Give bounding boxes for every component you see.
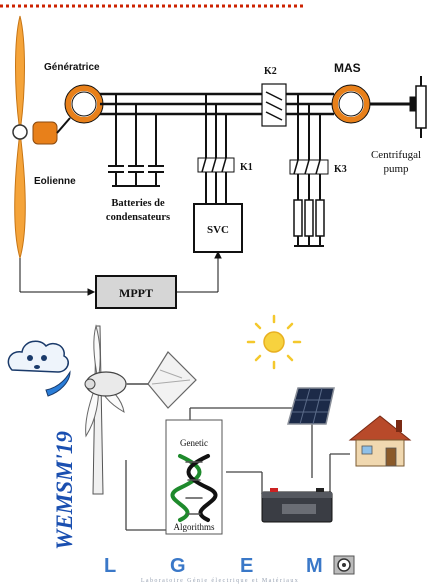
logo-letter-l: L (104, 555, 116, 577)
generatrice-label: Génératrice (44, 62, 100, 73)
turbine-shaft (56, 117, 71, 134)
k1-svc-branch (197, 94, 235, 204)
pump-label-line2: pump (383, 163, 409, 175)
turbine-blade-bottom (14, 131, 26, 260)
capacitor-bank (108, 94, 164, 187)
logo-tagline: Laboratoire Génie électrique et Matériau… (141, 578, 299, 584)
lgem-logo: L G E M Laboratoire Génie électrique et … (104, 555, 355, 584)
algorithms-label: Algorithms (173, 522, 214, 532)
system-wiring (125, 407, 350, 531)
genetic-label: Genetic (180, 438, 208, 448)
turbine-nacelle (32, 121, 58, 145)
mppt-box (95, 275, 177, 309)
capacitor-bank-label-line1: Batteries de (111, 198, 165, 209)
k1-label: K1 (240, 162, 253, 173)
dna-helix-icon (170, 454, 218, 522)
house-icon (348, 415, 412, 467)
centrifugal-pump-symbol (370, 76, 427, 138)
wind-turbine-illustration (84, 324, 197, 495)
logo-letter-e: E (240, 555, 253, 577)
pump-label-line1: Centrifugal (371, 149, 421, 161)
vertical-title: WEMSM'19 (52, 431, 77, 550)
wind-cloud-icon (7, 340, 71, 397)
mas-motor-symbol (331, 84, 371, 124)
capacitor-bank-label-line2: condensateurs (106, 212, 170, 223)
svc-box (193, 203, 243, 253)
sun-icon (246, 314, 302, 370)
turbine-blade-top (15, 15, 25, 133)
mppt-control-loop (19, 250, 222, 296)
logo-emblem-icon (333, 555, 355, 575)
k3-label: K3 (334, 164, 347, 175)
solar-panel-icon (287, 387, 335, 425)
mas-label: MAS (334, 61, 361, 75)
generator-symbol (64, 84, 104, 124)
k2-switch (261, 83, 287, 127)
eolienne-label: Eolienne (34, 176, 76, 187)
genetic-algorithm-box (165, 419, 223, 535)
logo-letter-m: M (306, 555, 323, 577)
k2-label: K2 (264, 66, 277, 77)
logo-letter-g: G (170, 555, 186, 577)
three-phase-bus (100, 92, 334, 116)
k3-resistor-branch (289, 94, 329, 247)
mppt-label: MPPT (119, 286, 153, 300)
svc-label: SVC (207, 224, 229, 236)
wind-turbine-schematic (12, 15, 71, 260)
battery-icon (261, 488, 333, 523)
turbine-hub (12, 124, 28, 140)
